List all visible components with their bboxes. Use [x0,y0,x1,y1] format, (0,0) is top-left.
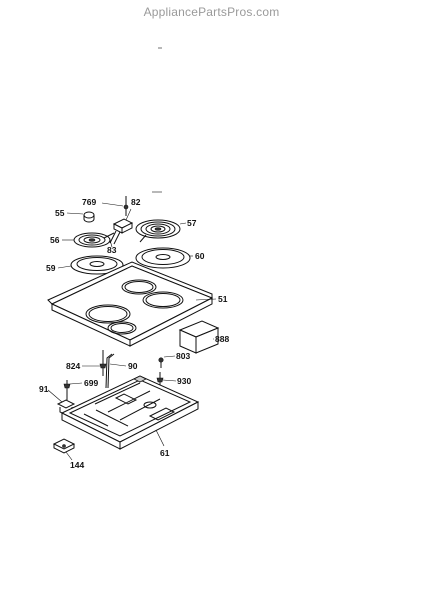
leader-61 [155,429,165,447]
part-888-terminal-box[interactable] [178,320,220,354]
leader-82 [125,208,132,221]
part-56-surface-element-small[interactable] [73,232,115,248]
leader-803 [163,355,176,358]
part-83-bracket[interactable] [109,230,121,245]
label-769: 769 [82,197,96,207]
part-61-burner-box[interactable] [60,375,200,450]
leader-55 [66,212,84,215]
leader-83 [109,239,113,248]
label-61: 61 [160,448,170,458]
label-51: 51 [218,294,228,304]
part-769-screw[interactable] [123,196,129,216]
label-803: 803 [176,351,190,361]
part-803-screw[interactable] [158,357,164,368]
label-57: 57 [187,218,197,228]
part-57-surface-element-large[interactable] [135,219,181,243]
label-55: 55 [55,208,65,218]
label-90: 90 [128,361,138,371]
leader-769 [101,202,124,207]
leader-144 [65,451,73,461]
label-930: 930 [177,376,191,386]
leader-91 [47,389,63,403]
part-59-drip-pan-small[interactable] [70,255,124,275]
watermark: AppliancePartsPros.com [143,5,280,19]
label-888: 888 [215,334,229,344]
label-824: 824 [66,361,80,371]
label-60: 60 [195,251,205,261]
part-82-receptacle[interactable] [112,218,134,234]
leader-57 [179,222,187,225]
leader-51 [195,298,217,301]
label-91: 91 [39,384,49,394]
part-90-rod[interactable] [105,353,115,389]
part-824-screw[interactable] [99,350,107,376]
part-55-knob[interactable] [83,211,95,223]
part-60-drip-pan-large[interactable] [135,247,191,269]
label-83: 83 [107,245,117,255]
label-56: 56 [50,235,60,245]
part-51-main-top[interactable] [47,261,214,347]
label-82: 82 [131,197,141,207]
leader-699 [69,382,83,385]
label-59: 59 [46,263,56,273]
leader-90 [109,363,127,367]
leader-930 [162,379,177,382]
leader-59 [57,265,72,269]
label-144: 144 [70,460,84,470]
part-699-screw[interactable] [63,380,71,400]
label-699: 699 [84,378,98,388]
part-144-bracket[interactable] [52,438,76,454]
